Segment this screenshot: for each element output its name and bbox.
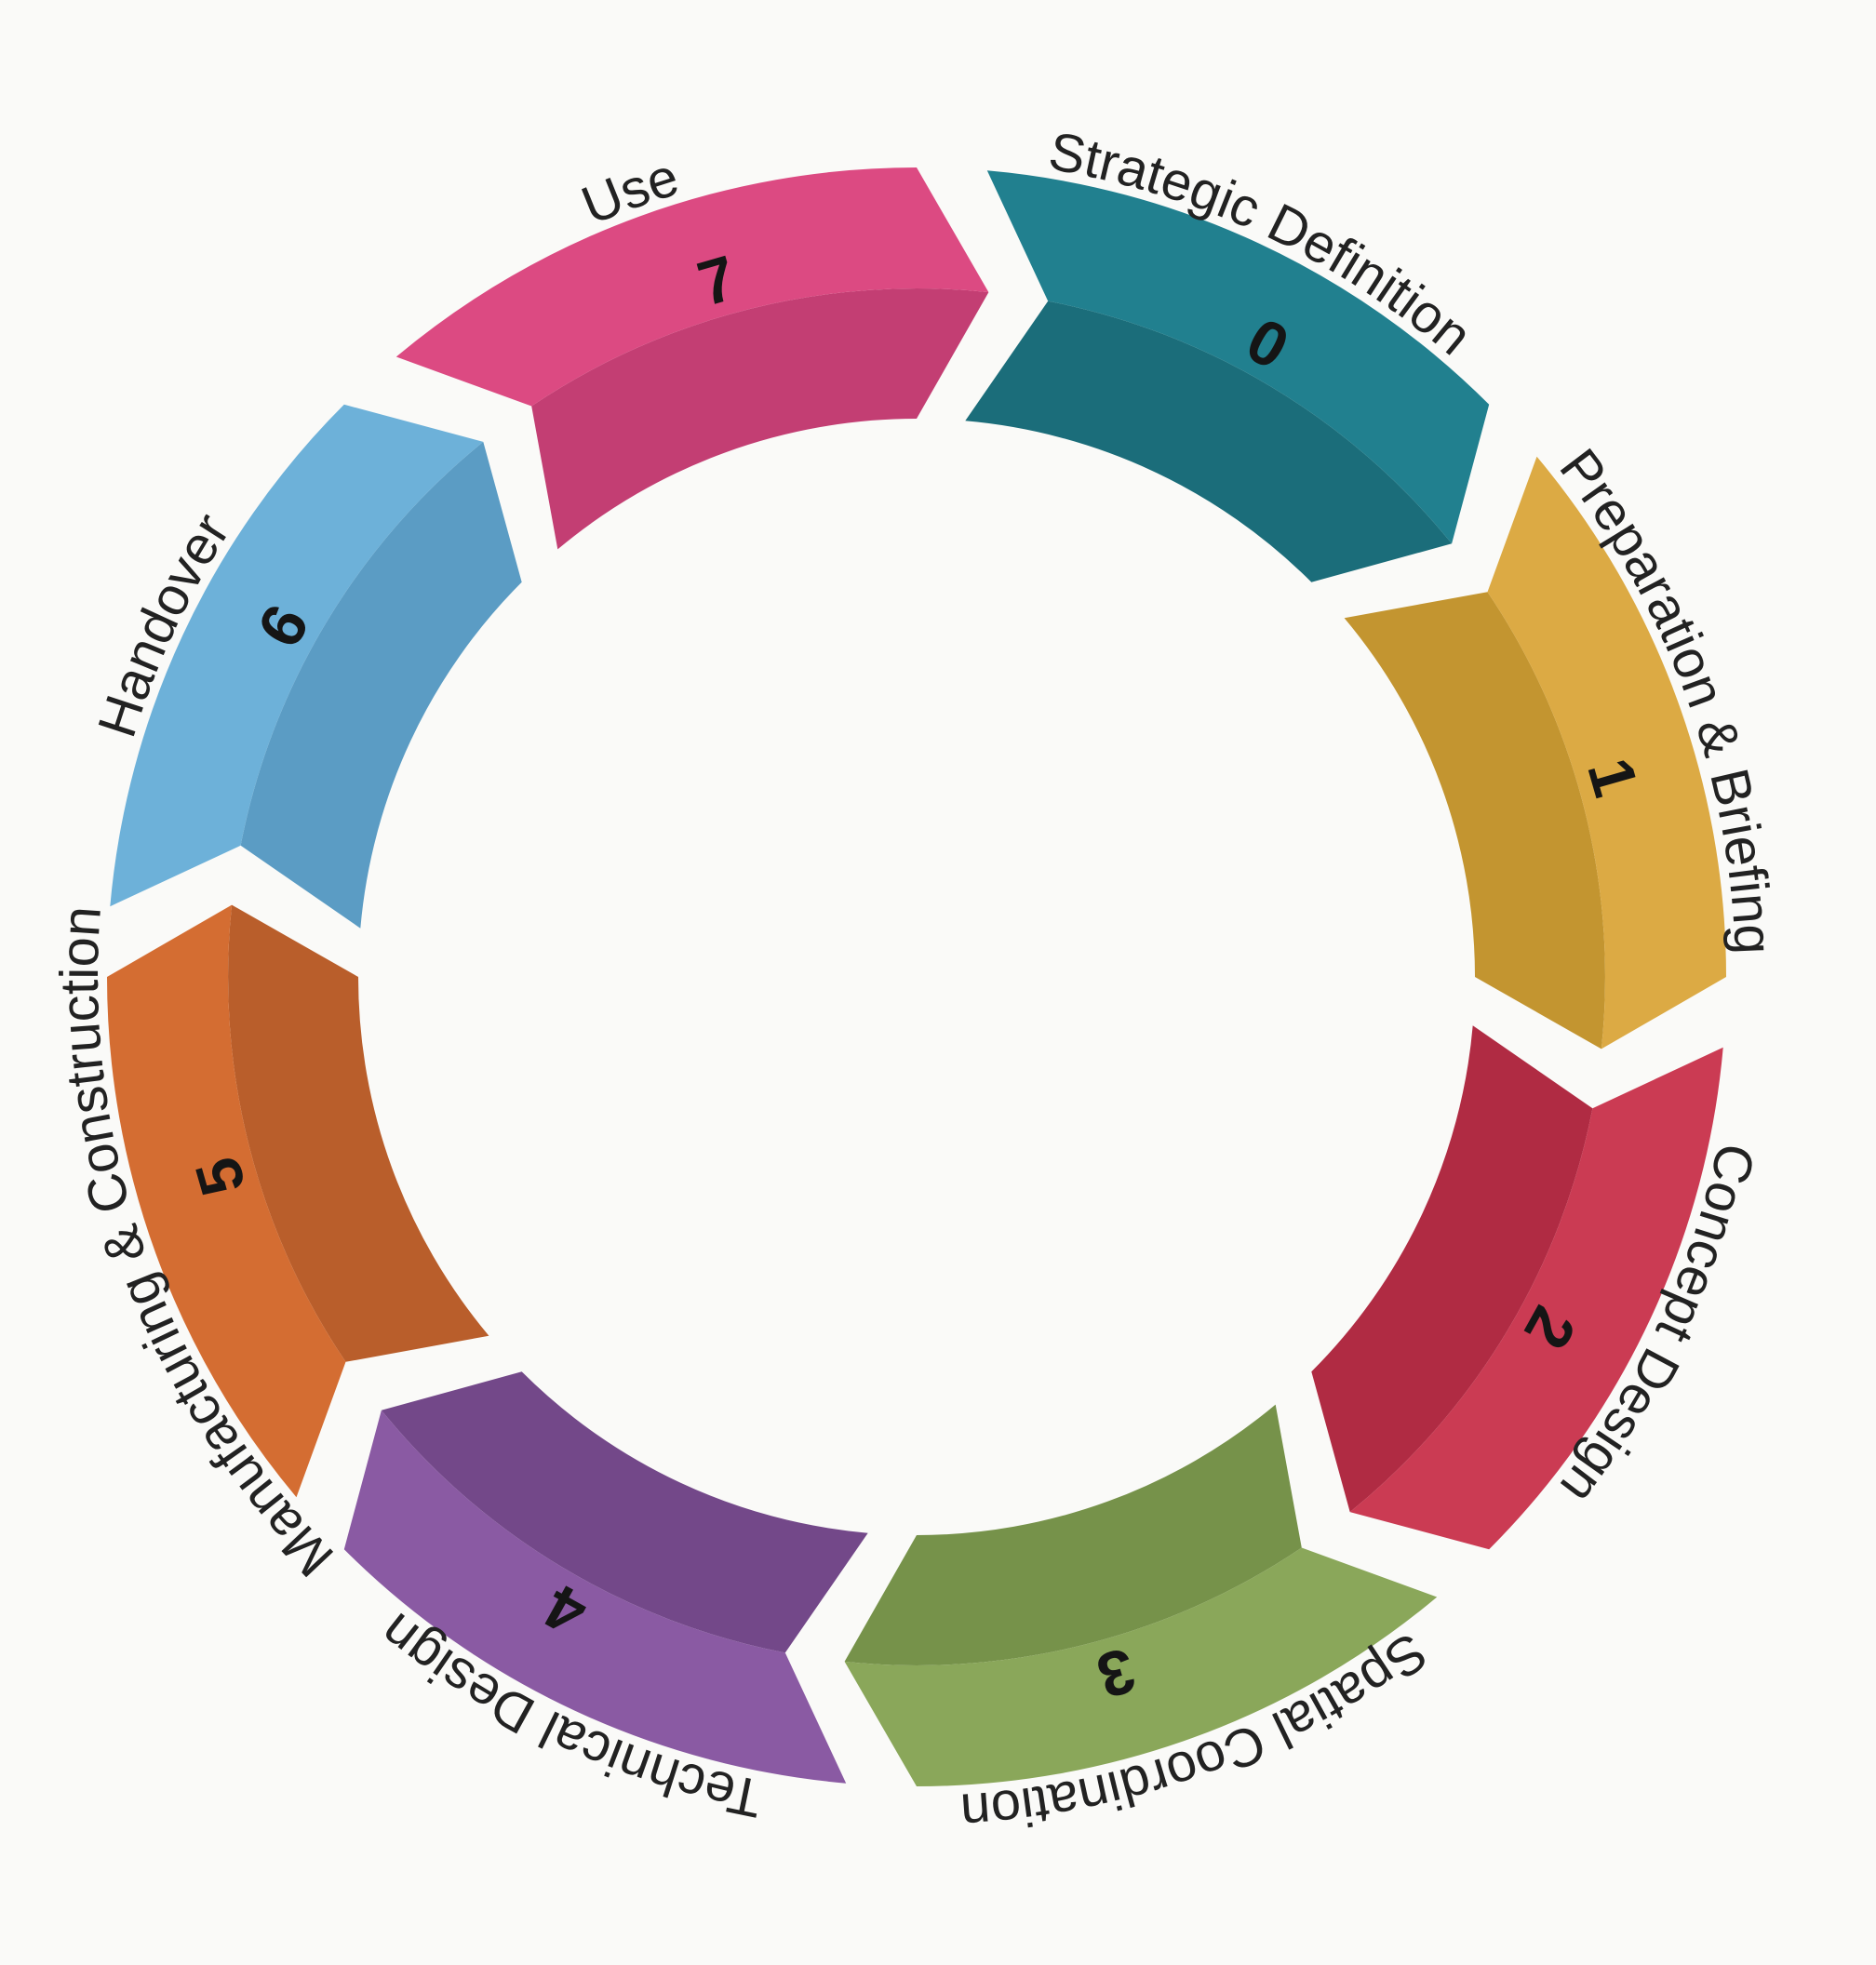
stage-segment-7 xyxy=(395,167,989,550)
segment-top-face xyxy=(844,1547,1438,1786)
segment-top-face xyxy=(343,1410,847,1784)
segment-top-face xyxy=(986,170,1490,544)
segment-top-face xyxy=(1487,456,1727,1049)
stage-segment-1 xyxy=(1344,456,1727,1049)
segment-side-face xyxy=(240,441,522,929)
segment-side-face xyxy=(531,288,989,550)
segment-side-face xyxy=(1311,1025,1593,1513)
segment-top-face xyxy=(110,404,484,907)
stage-segment-3 xyxy=(844,1404,1438,1786)
stage-segment-6 xyxy=(110,404,522,929)
segment-side-face xyxy=(844,1404,1302,1665)
segment-top-face xyxy=(395,167,989,407)
stage-segment-5 xyxy=(106,904,489,1498)
segment-side-face xyxy=(381,1371,868,1653)
segment-top-face xyxy=(1349,1047,1723,1550)
segment-top-face xyxy=(106,904,346,1498)
stage-segment-0 xyxy=(965,170,1490,582)
segment-side-face xyxy=(228,904,489,1362)
segment-side-face xyxy=(1344,592,1605,1049)
stage-segment-4 xyxy=(343,1371,868,1784)
stage-segment-2 xyxy=(1311,1025,1723,1550)
segment-side-face xyxy=(965,301,1453,582)
